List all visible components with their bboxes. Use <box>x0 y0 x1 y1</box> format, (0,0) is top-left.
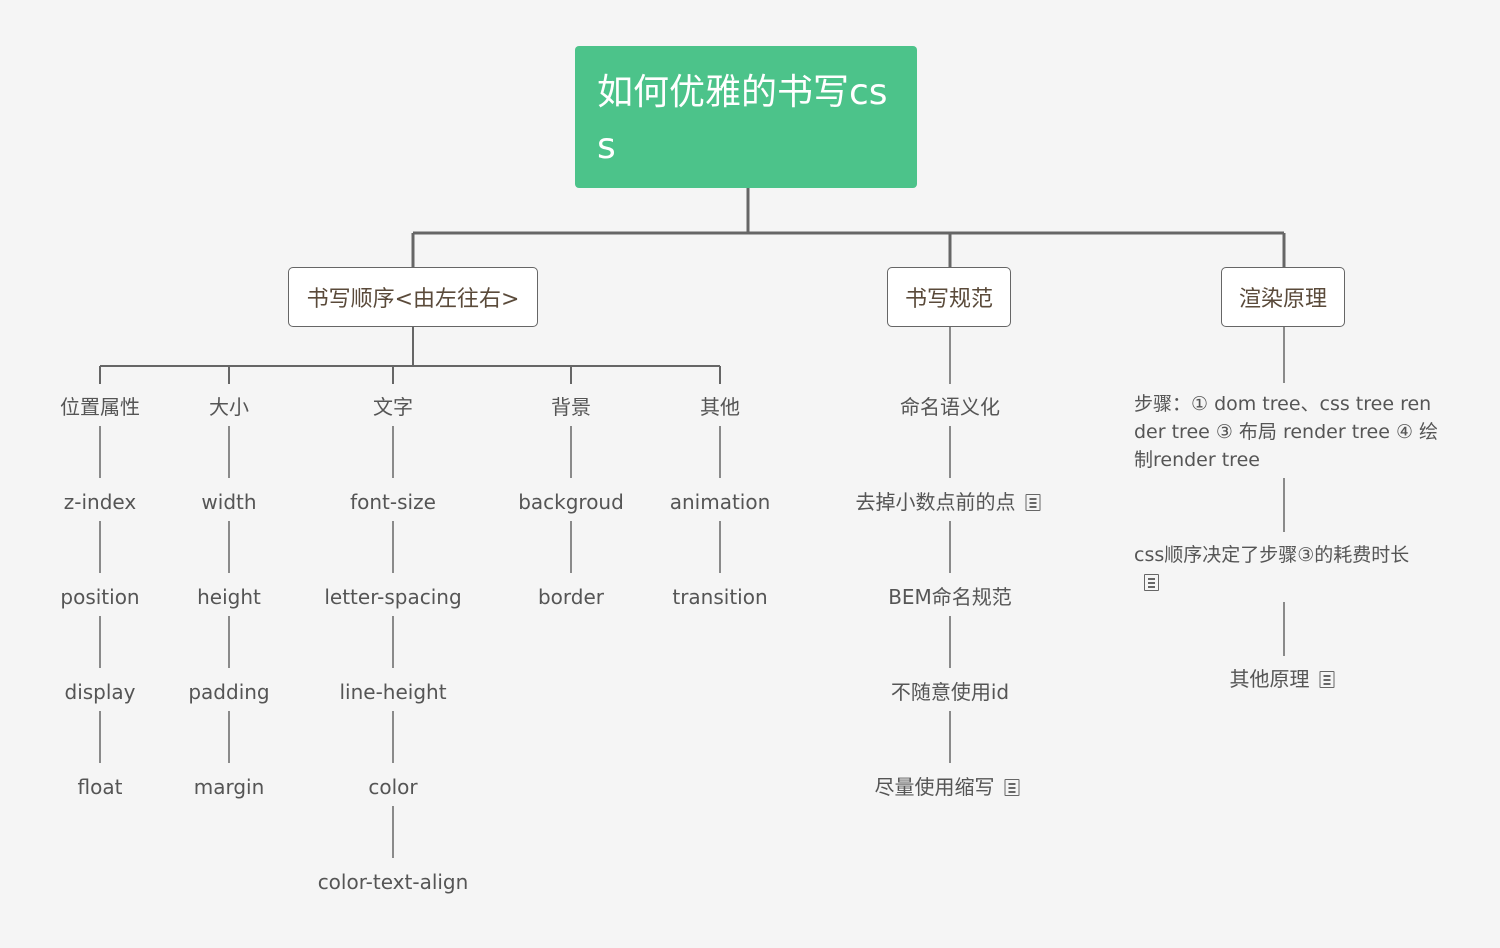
leaf-avoid-id[interactable]: 不随意使用id <box>890 680 1010 704</box>
leaf-display[interactable]: display <box>64 680 136 704</box>
group-size[interactable]: 大小 <box>209 395 249 419</box>
leaf-label: css顺序决定了步骤③的耗费时长 <box>1134 544 1410 566</box>
leaf-margin[interactable]: margin <box>193 775 265 799</box>
leaf-label: 尽量使用缩写 <box>874 775 995 799</box>
leaf-remove-leading-zero[interactable]: 去掉小数点前的点 <box>856 488 1041 516</box>
branch-writing-order[interactable]: 书写顺序<由左往右> <box>288 267 538 327</box>
leaf-padding[interactable]: padding <box>188 680 270 704</box>
leaf-float[interactable]: float <box>77 775 123 799</box>
leaf-bem-naming[interactable]: BEM命名规范 <box>888 585 1012 609</box>
leaf-width[interactable]: width <box>201 490 257 514</box>
leaf-border[interactable]: border <box>537 585 605 609</box>
root-title: 如何优雅的书写css <box>597 72 888 167</box>
leaf-line-height[interactable]: line-height <box>339 680 447 704</box>
leaf-other-principles[interactable]: 其他原理 <box>1230 665 1335 693</box>
note-icon[interactable] <box>1004 779 1020 796</box>
leaf-label: 其他原理 <box>1229 667 1310 691</box>
leaf-position[interactable]: position <box>60 585 140 609</box>
group-other[interactable]: 其他 <box>700 395 740 419</box>
leaf-animation[interactable]: animation <box>669 490 771 514</box>
note-icon[interactable] <box>1144 574 1159 591</box>
leaf-height[interactable]: height <box>197 585 261 609</box>
note-icon[interactable] <box>1025 494 1041 511</box>
leaf-render-steps[interactable]: 步骤：① dom tree、css tree render tree ③ 布局 … <box>1134 393 1439 471</box>
branch-label: 书写顺序<由左往右> <box>306 287 520 312</box>
root-topic[interactable]: 如何优雅的书写css <box>575 46 917 188</box>
leaf-semantic-naming[interactable]: 命名语义化 <box>900 395 1000 419</box>
leaf-color-text-align[interactable]: color-text-align <box>317 870 469 894</box>
group-position-props[interactable]: 位置属性 <box>60 395 140 419</box>
leaf-css-order-cost[interactable]: css顺序决定了步骤③的耗费时长 <box>1134 541 1440 597</box>
leaf-label: 去掉小数点前的点 <box>855 490 1016 514</box>
leaf-font-size[interactable]: font-size <box>350 490 436 514</box>
leaf-z-index[interactable]: z-index <box>63 490 137 514</box>
branch-label: 渲染原理 <box>1238 287 1327 312</box>
branch-label: 书写规范 <box>904 287 993 312</box>
leaf-color[interactable]: color <box>368 775 418 799</box>
leaf-transition[interactable]: transition <box>672 585 768 609</box>
group-background[interactable]: 背景 <box>551 395 591 419</box>
group-text[interactable]: 文字 <box>373 395 413 419</box>
leaf-backgroud[interactable]: backgroud <box>518 490 624 514</box>
leaf-use-shorthand[interactable]: 尽量使用缩写 <box>875 773 1020 801</box>
branch-writing-standards[interactable]: 书写规范 <box>887 267 1011 327</box>
leaf-letter-spacing[interactable]: letter-spacing <box>324 585 462 609</box>
note-icon[interactable] <box>1319 671 1335 688</box>
branch-rendering-principles[interactable]: 渲染原理 <box>1221 267 1345 327</box>
